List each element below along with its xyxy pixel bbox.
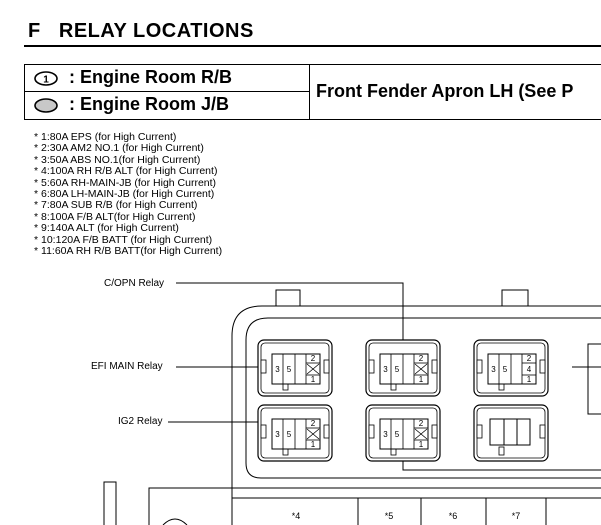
fuse-block-frame	[148, 487, 601, 525]
svg-text:5: 5	[395, 430, 400, 439]
callout-ig2-relay: IG2 Relay	[118, 416, 163, 427]
shaded-oval-icon	[34, 98, 58, 113]
fuse-note: * 3:50A ABS NO.1(for High Current)	[34, 153, 201, 166]
page-title: F RELAY LOCATIONS	[28, 20, 254, 42]
relay-block-inner-housing	[245, 317, 601, 479]
svg-text:5: 5	[503, 365, 508, 374]
svg-text:1: 1	[311, 440, 316, 449]
svg-text:3: 3	[275, 430, 280, 439]
svg-text:5: 5	[287, 365, 292, 374]
svg-text:3: 3	[383, 430, 388, 439]
fuse-label: *4	[292, 511, 301, 521]
svg-text:1: 1	[311, 375, 316, 384]
fuse-notes-list: * 1:80A EPS (for High Current) * 2:30A A…	[34, 131, 223, 258]
fuse-note: * 8:100A F/B ALT(for High Current)	[34, 210, 196, 223]
numbered-circle-icon: 1	[34, 71, 58, 86]
fuse-label: *6	[449, 511, 458, 521]
relay-block-outer-housing	[231, 305, 601, 525]
fuse-note: * 9:140A ALT (for High Current)	[34, 222, 179, 235]
location-label: Front Fender Apron LH (See P	[316, 81, 574, 101]
fuse-note: * 10:120A F/B BATT (for High Current)	[34, 233, 213, 246]
svg-text:5: 5	[287, 430, 292, 439]
legend-row-engine-room-jb: : Engine Room J/B	[25, 92, 310, 119]
legend-table: 1 : Engine Room R/B : Engine Room J/B Fr…	[24, 64, 601, 120]
svg-text:5: 5	[395, 365, 400, 374]
svg-text:4: 4	[527, 365, 532, 374]
fuse-note: * 6:80A LH-MAIN-JB (for High Current)	[34, 188, 215, 201]
svg-text:2: 2	[419, 354, 424, 363]
fuse-note: * 4:100A RH R/B ALT (for High Current)	[34, 165, 218, 178]
fuse-note: * 2:30A AM2 NO.1 (for High Current)	[34, 142, 204, 155]
relay-empty-socket	[473, 404, 549, 462]
fuse-note: * 11:60A RH R/B BATT(for High Current)	[34, 245, 223, 258]
svg-text:3: 3	[383, 365, 388, 374]
legend-row-engine-room-rb: 1 : Engine Room R/B	[25, 65, 310, 92]
fuse-label: *5	[385, 511, 394, 521]
title-divider	[24, 45, 601, 47]
svg-text:1: 1	[419, 375, 424, 384]
callout-efi-main-relay: EFI MAIN Relay	[91, 361, 163, 372]
legend-icon-number: 1	[43, 75, 49, 86]
svg-text:3: 3	[491, 365, 496, 374]
svg-text:1: 1	[527, 375, 532, 384]
fuse-note: * 1:80A EPS (for High Current)	[34, 131, 177, 143]
callout-copn-relay: C/OPN Relay	[104, 278, 165, 289]
svg-text:1: 1	[419, 440, 424, 449]
svg-text:3: 3	[275, 365, 280, 374]
fuse-label: *7	[512, 511, 521, 521]
svg-text:2: 2	[419, 419, 424, 428]
svg-text:2: 2	[527, 354, 532, 363]
fuse-note: * 7:80A SUB R/B (for High Current)	[34, 199, 198, 212]
legend-label-engine-room-rb: : Engine Room R/B	[69, 67, 232, 87]
svg-text:2: 2	[311, 354, 316, 363]
fuse-note: * 5:60A RH-MAIN-JB (for High Current)	[34, 176, 217, 189]
legend-label-engine-room-jb: : Engine Room J/B	[69, 94, 230, 114]
svg-text:2: 2	[311, 419, 316, 428]
